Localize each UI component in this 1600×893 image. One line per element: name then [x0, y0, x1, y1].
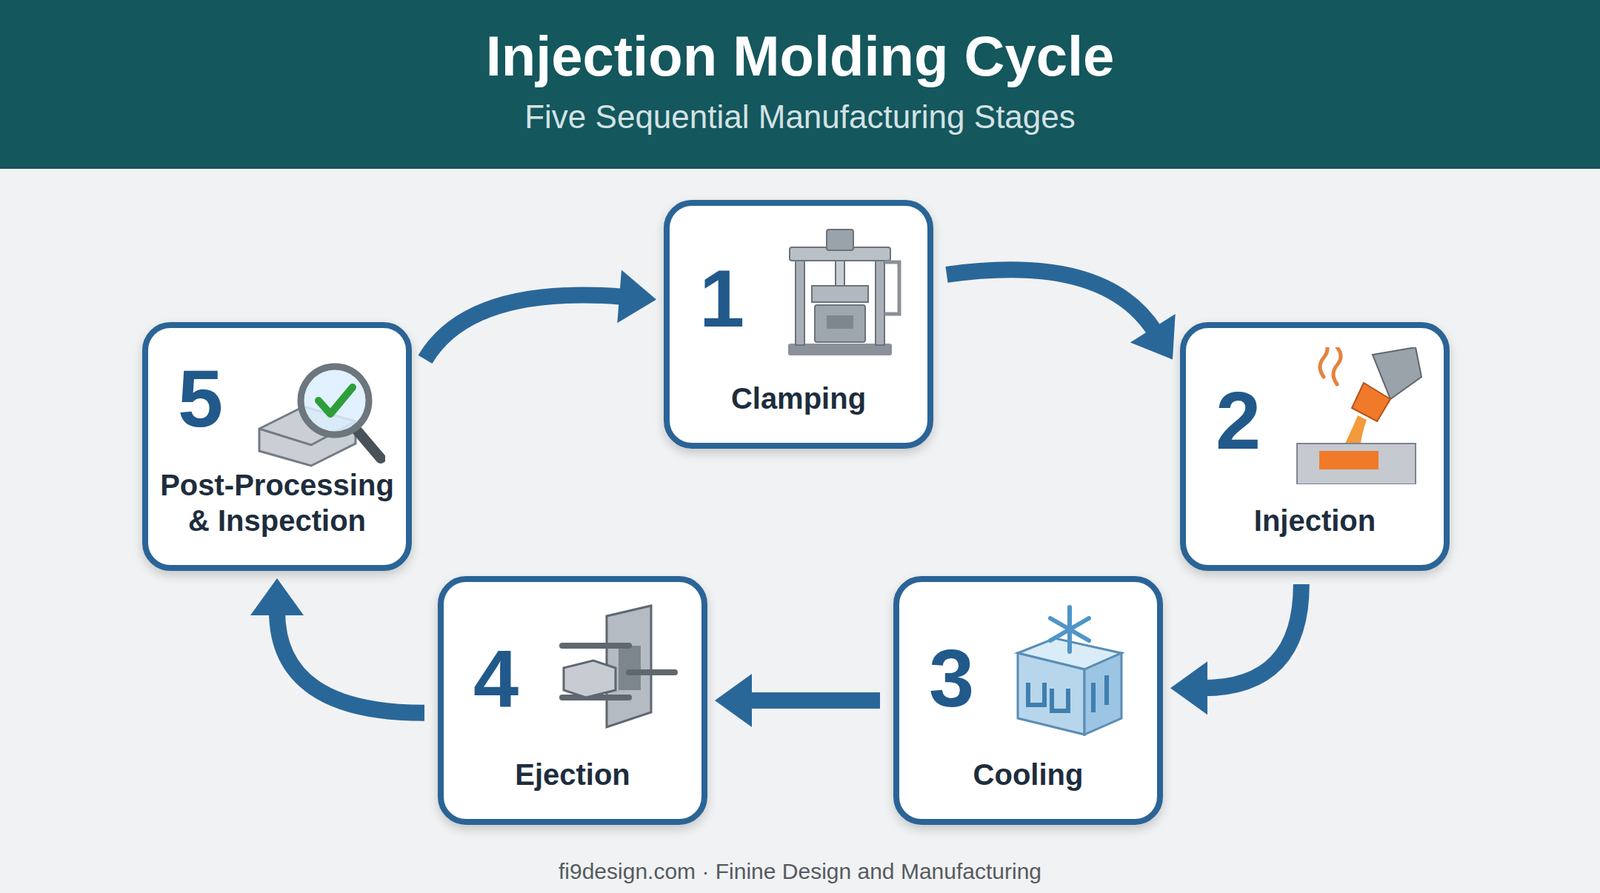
- cycle-arrow: [946, 269, 1176, 360]
- stage-label: Cooling: [899, 757, 1158, 793]
- stage-icon: [773, 225, 907, 363]
- stage-label: Clamping: [669, 380, 928, 417]
- cycle-arrow: [1170, 584, 1302, 715]
- stage-icon: [1002, 601, 1137, 739]
- stage-box: 4Ejection: [437, 576, 708, 826]
- stage-icon: [251, 347, 386, 485]
- stage-label: Ejection: [443, 757, 702, 793]
- footer-credit: fi9design.com · Finine Design and Manufa…: [0, 859, 1600, 885]
- header-band: Injection Molding Cycle Five Sequential …: [0, 0, 1600, 169]
- stage-icon: [1289, 347, 1423, 485]
- step-number: 5: [177, 357, 223, 440]
- step-number: 4: [473, 637, 519, 720]
- subtitle: Five Sequential Manufacturing Stages: [0, 100, 1600, 134]
- stage-box: 5Post-Processing & Inspection: [142, 322, 412, 572]
- cycle-arrow: [714, 674, 880, 728]
- cycle-arrow: [425, 270, 657, 360]
- cycle-arrow: [250, 578, 425, 714]
- title: Injection Molding Cycle: [0, 0, 1600, 85]
- step-number: 3: [928, 637, 975, 720]
- stage-box: 3Cooling: [893, 576, 1163, 826]
- stage-icon: [547, 601, 681, 739]
- stage-label: Post-Processing & Inspection: [148, 467, 406, 539]
- stage-box: 1Clamping: [663, 200, 934, 449]
- step-number: 2: [1215, 380, 1261, 462]
- step-number: 1: [699, 257, 745, 340]
- stage-box: 2Injection: [1180, 322, 1450, 572]
- stage-label: Injection: [1185, 502, 1444, 539]
